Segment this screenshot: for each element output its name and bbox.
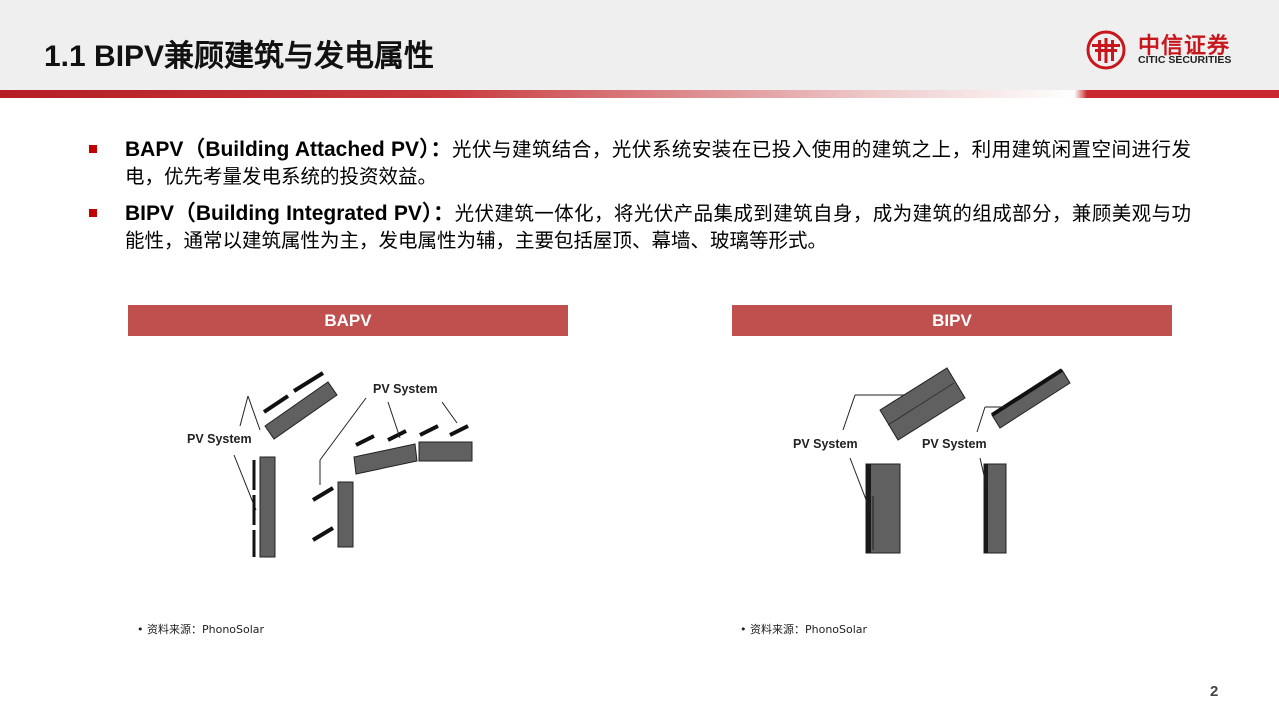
- bapv-rack-module: [355, 434, 375, 447]
- bullet-bipv: BIPV（Building Integrated PV）：光伏建筑一体化，将光伏…: [89, 200, 1191, 254]
- bapv-rack-module: [449, 424, 469, 437]
- header-bar: 1.1 BIPV兼顾建筑与发电属性 中信证券 CITIC SECURITIES: [0, 0, 1279, 90]
- page-number: 2: [1210, 683, 1219, 700]
- bipv-roof-panel-2: [991, 369, 1071, 429]
- bullet-term: BIPV（Building Integrated PV）：: [125, 202, 455, 225]
- bapv-source-note: • 资料来源：PhonoSolar: [137, 623, 265, 636]
- bullet-square-icon: [89, 145, 97, 153]
- bapv-leader-line: [247, 395, 261, 431]
- bipv-label-1: PV System: [793, 437, 858, 451]
- bapv-rack-module: [311, 526, 335, 542]
- bipv-wall-module: [984, 464, 988, 553]
- bipv-leader-line: [979, 457, 987, 485]
- bipv-roof-seam: [887, 382, 955, 426]
- bullet-term: BAPV（Building Attached PV）：: [125, 138, 452, 161]
- bapv-rack-module: [419, 424, 439, 437]
- bapv-roof-panel: [264, 381, 338, 440]
- bapv-roof-module: [262, 394, 290, 414]
- bullet-square-icon: [89, 209, 97, 217]
- bapv-leader-line: [387, 401, 401, 439]
- bipv-diagram: PV System PV System: [793, 367, 1071, 554]
- bipv-leader-line: [849, 457, 871, 511]
- bapv-rack-module: [387, 429, 407, 442]
- bapv-label-2: PV System: [373, 382, 438, 396]
- bipv-wall: [865, 463, 901, 554]
- bapv-roof-module: [292, 371, 325, 393]
- bapv-wall-2: [337, 481, 354, 548]
- bapv-rack-module: [311, 486, 335, 502]
- bipv-source-note: • 资料来源：PhonoSolar: [740, 623, 868, 636]
- bapv-panel-title: BAPV: [128, 305, 568, 336]
- bapv-leader-line: [239, 395, 249, 427]
- bipv-leader-line: [842, 394, 856, 431]
- bullet-bapv: BAPV（Building Attached PV）：光伏与建筑结合，光伏系统安…: [89, 136, 1191, 190]
- page-title: 1.1 BIPV兼顾建筑与发电属性: [44, 40, 435, 73]
- citic-logo-icon: [1086, 30, 1126, 70]
- citic-logo: 中信证券 CITIC SECURITIES: [1084, 30, 1256, 70]
- bapv-roof-slab: [418, 441, 473, 462]
- bapv-roof-slab: [353, 443, 418, 475]
- bipv-label-2: PV System: [922, 437, 987, 451]
- bapv-wall: [259, 456, 276, 558]
- bipv-roof-panel: [879, 367, 966, 441]
- bapv-leader-line: [441, 401, 458, 424]
- bipv-panel-title: BIPV: [732, 305, 1172, 336]
- bipv-leader-line: [976, 406, 986, 433]
- bapv-label-1: PV System: [187, 432, 252, 446]
- bullet-text: 光伏与建筑结合，光伏系统安装在已投入使用的建筑之上，利用建筑闲置空间进行发电，优…: [125, 138, 1191, 188]
- header-accent-line: [0, 90, 1279, 98]
- logo-chinese-text: 中信证券: [1138, 34, 1231, 59]
- bapv-leader-line: [319, 397, 367, 461]
- bullet-text: 光伏建筑一体化，将光伏产品集成到建筑自身，成为建筑的组成部分，兼顾美观与功能性，…: [125, 202, 1191, 252]
- bapv-leader-line: [233, 454, 257, 511]
- bipv-wall-module: [866, 464, 871, 553]
- logo-english-text: CITIC SECURITIES: [1138, 54, 1232, 66]
- bapv-diagram: PV System PV System: [187, 371, 473, 558]
